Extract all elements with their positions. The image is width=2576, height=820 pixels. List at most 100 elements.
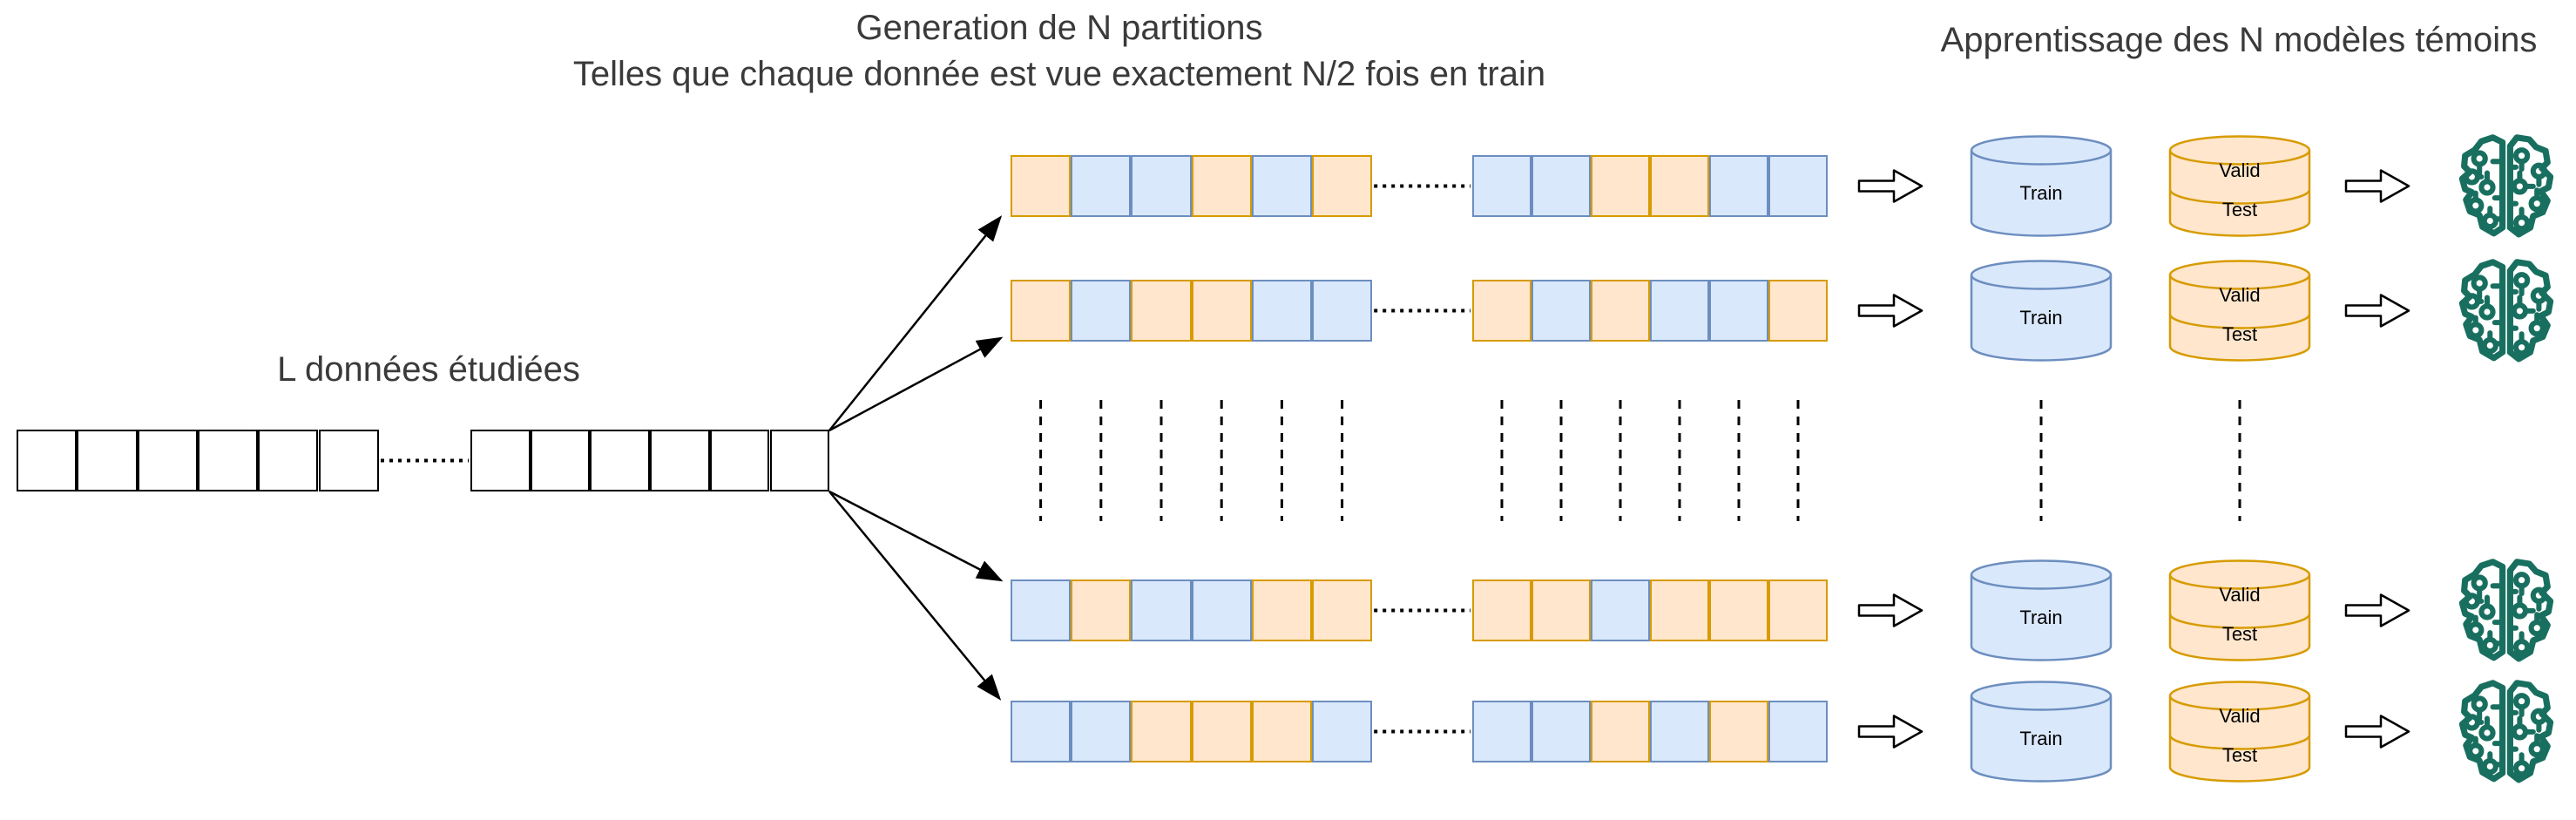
partition-cell [1768, 280, 1828, 342]
partition-cell [1709, 701, 1768, 762]
source-strip-cell [650, 430, 710, 491]
partition-cell [1011, 155, 1072, 217]
partition-cell [1709, 280, 1768, 342]
partition-cell [1011, 280, 1072, 342]
test-section-label: Test [2221, 322, 2258, 345]
partition-cell [1709, 155, 1768, 217]
valid-test-database-cylinder [2168, 135, 2311, 237]
partition-cell [1531, 155, 1591, 217]
partition-cell [1591, 579, 1650, 641]
train-database-cylinder-rim [1970, 574, 2113, 590]
flow-arrow-icon [1857, 169, 1924, 203]
flow-arrow-icon [2344, 593, 2410, 627]
valid-test-database-cylinder-rim [2168, 574, 2311, 590]
fan-arrow [828, 490, 1004, 582]
valid-test-database-cylinder-divider [2168, 189, 2311, 205]
train-database-cylinder-rim [1970, 274, 2113, 290]
partition-cell [1709, 579, 1768, 641]
flow-arrow-icon [2344, 294, 2410, 328]
source-strip-cell [197, 430, 259, 491]
flow-arrow-icon [2344, 169, 2410, 203]
partition-cell [1191, 280, 1252, 342]
partition-cell [1531, 579, 1591, 641]
valid-section-label: Valid [2219, 704, 2261, 727]
partition-cell [1071, 579, 1132, 641]
valid-test-database-cylinder [2168, 559, 2311, 661]
train-cylinder-label: Train [2019, 727, 2063, 749]
valid-test-database-cylinder-rim [2168, 274, 2311, 290]
partition-cell [1650, 701, 1709, 762]
train-cylinder-label: Train [2019, 606, 2063, 628]
valid-section-label: Valid [2219, 283, 2261, 306]
flow-arrow-icon [1857, 593, 1924, 627]
partition-cell [1011, 579, 1072, 641]
valid-test-database-cylinder-divider [2168, 314, 2311, 329]
partition-cell [1011, 701, 1072, 762]
partitions-title: Generation de N partitions Telles que ch… [476, 5, 1643, 98]
partition-cell [1251, 155, 1312, 217]
source-strip-cell [258, 430, 319, 491]
partition-cell [1312, 579, 1373, 641]
partition-cell [1472, 280, 1531, 342]
train-database-cylinder-rim [1970, 150, 2113, 166]
partition-cell [1131, 280, 1192, 342]
partition-cell [1312, 701, 1373, 762]
valid-test-database-cylinder-divider [2168, 735, 2311, 750]
train-cylinder-label: Train [2019, 181, 2063, 204]
fan-arrow [828, 215, 1003, 431]
train-database-cylinder [1970, 681, 2113, 783]
train-database-cylinder-rim [1970, 695, 2113, 711]
source-strip-cell [709, 430, 770, 491]
test-section-label: Test [2221, 198, 2258, 220]
flow-arrow-icon [1857, 294, 1924, 328]
train-database-cylinder [1970, 260, 2113, 362]
ai-model-brain-icon [2462, 683, 2550, 780]
ai-model-brain-icon [2462, 562, 2550, 659]
partition-cell [1131, 579, 1192, 641]
valid-section-label: Valid [2219, 159, 2261, 181]
train-cylinder-label: Train [2019, 306, 2063, 329]
test-section-label: Test [2221, 743, 2258, 766]
partition-cell [1251, 280, 1312, 342]
ai-model-brain-icon [2462, 262, 2550, 359]
partition-cell [1650, 155, 1709, 217]
source-strip-cell [769, 430, 830, 491]
fan-arrow [828, 336, 1004, 432]
source-strip-cell [590, 430, 651, 491]
partition-cell [1071, 280, 1132, 342]
valid-test-database-cylinder-rim [2168, 695, 2311, 711]
partitions-title-line1: Generation de N partitions [855, 9, 1263, 47]
ai-model-brain-icon [2462, 138, 2550, 234]
valid-test-database-cylinder [2168, 260, 2311, 362]
partition-cell [1191, 155, 1252, 217]
partition-cell [1591, 155, 1650, 217]
partition-cell [1472, 579, 1531, 641]
partition-cell [1131, 701, 1192, 762]
partition-cell [1531, 280, 1591, 342]
source-strip-label: L données étudiées [277, 350, 580, 389]
partition-cell [1768, 579, 1828, 641]
valid-test-database-cylinder-divider [2168, 613, 2311, 629]
partition-cell [1191, 701, 1252, 762]
partition-cell [1071, 701, 1132, 762]
partition-cell [1312, 155, 1373, 217]
partitions-title-line2: Telles que chaque donnée est vue exactem… [572, 54, 1546, 93]
partition-cell [1650, 280, 1709, 342]
partition-cell [1591, 701, 1650, 762]
partition-cell [1191, 579, 1252, 641]
source-strip-cell [318, 430, 379, 491]
test-section-label: Test [2221, 622, 2258, 645]
partition-cell [1251, 701, 1312, 762]
train-database-cylinder [1970, 559, 2113, 661]
source-strip-cell [470, 430, 531, 491]
partition-cell [1131, 155, 1192, 217]
partition-cell [1071, 155, 1132, 217]
partition-cell [1251, 579, 1312, 641]
training-title: Apprentissage des N modèles témoins [1940, 21, 2538, 59]
flow-arrow-icon [2344, 715, 2410, 749]
train-database-cylinder [1970, 135, 2113, 237]
source-strip-cell [77, 430, 138, 491]
partition-cell [1472, 701, 1531, 762]
